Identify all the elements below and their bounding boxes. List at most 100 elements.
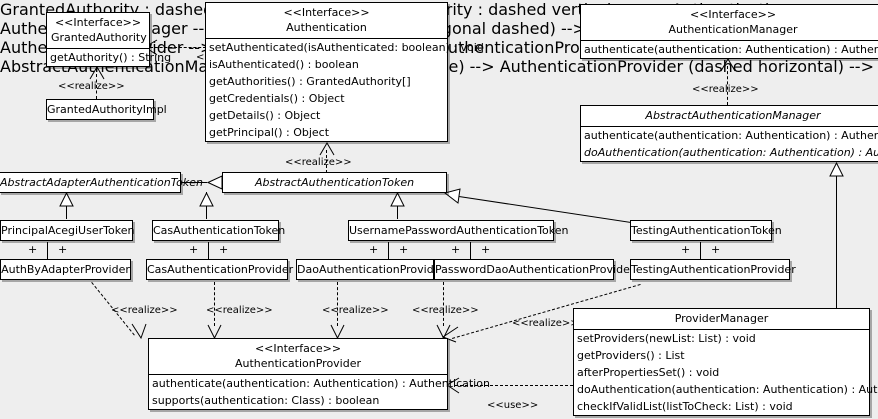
stereotype-interface: <<Interface>>	[54, 16, 142, 29]
class-name-username-password-authentication-token: UsernamePasswordAuthenticationToken	[349, 224, 569, 237]
class-name-granted-authority: GrantedAuthority	[51, 31, 147, 44]
operation-getauthorities: getAuthorities() : GrantedAuthority[]	[209, 75, 411, 88]
operation-doauthentication: doAuthentication(authentication: Authent…	[584, 146, 878, 159]
class-dao-authentication-provider[interactable]: DaoAuthenticationProvider	[296, 259, 445, 280]
operations-authentication-provider: authenticate(authentication: Authenticat…	[149, 375, 490, 409]
class-name-provider-manager: ProviderManager	[674, 312, 769, 325]
class-testing-authentication-token[interactable]: TestingAuthenticationToken	[630, 220, 782, 241]
assoc-plus-1a: +	[28, 243, 38, 256]
connector-abstracttoken-realizes-authentication	[326, 150, 327, 173]
operation-authenticate: authenticate(authentication: Authenticat…	[152, 377, 490, 390]
class-header-granted-authority: <<Interface>> GrantedAuthority	[47, 13, 149, 48]
connector-grantedauthorityimpl-realizes	[96, 74, 97, 99]
class-header-authentication-manager: <<Interface>> AuthenticationManager	[581, 5, 878, 40]
operation-authenticate: authenticate(authentication: Authenticat…	[584, 129, 878, 142]
class-name-abstract-authentication-token: AbstractAuthenticationToken	[254, 176, 415, 189]
class-cas-authentication-provider[interactable]: CasAuthenticationProvider	[146, 259, 293, 280]
operation-getdetails: getDetails() : Object	[209, 109, 321, 122]
divider	[149, 374, 447, 375]
class-header-provider-manager: ProviderManager	[574, 309, 869, 329]
class-name-abstract-authentication-manager: AbstractAuthenticationManager	[645, 109, 821, 122]
operations-granted-authority: getAuthority() : String	[47, 49, 172, 66]
divider	[581, 40, 878, 41]
operation-setauthenticated: setAuthenticated(isAuthenticated: boolea…	[209, 41, 484, 54]
class-authentication-provider[interactable]: <<Interface>> AuthenticationProvider aut…	[148, 338, 490, 410]
arrowhead-realize-authentication	[319, 142, 335, 156]
class-name-cas-authentication-provider: CasAuthenticationProvider	[147, 263, 294, 276]
operation-afterpropertiesset: afterPropertiesSet() : void	[577, 366, 720, 379]
arrowhead-realize-grantedauthority	[89, 66, 105, 80]
operation-getproviders: getProviders() : List	[577, 349, 685, 362]
triangle-generalization-abstracttoken-testing	[444, 188, 461, 204]
connector-adaptertoken-to-abstracttoken	[180, 182, 207, 183]
class-authentication-manager[interactable]: <<Interface>> AuthenticationManager auth…	[580, 4, 878, 59]
class-name-granted-authority-impl: GrantedAuthorityImpl	[47, 103, 167, 116]
class-abstract-adapter-authentication-token[interactable]: AbstractAdapterAuthenticationToken	[0, 172, 203, 193]
assoc-principaltoken-authbyadapter	[47, 242, 48, 259]
class-granted-authority[interactable]: <<Interface>> GrantedAuthority getAuthor…	[46, 12, 172, 67]
class-name-auth-by-adapter-provider: AuthByAdapterProvider	[1, 263, 130, 276]
assoc-plus-4b: +	[481, 243, 491, 256]
assoc-plus-4a: +	[451, 243, 461, 256]
triangle-generalization-abstractmanager	[829, 162, 844, 177]
assoc-testingtoken-testingprovider	[700, 242, 701, 259]
arrowhead-realize-authbyadapter	[131, 323, 147, 339]
connector-passworddaoprovider-realizes-provider	[443, 282, 444, 326]
assoc-usernametoken-passworddaoprovider	[470, 242, 471, 259]
connector-providermanager-uses-provider	[455, 385, 573, 386]
class-password-dao-authentication-provider[interactable]: PasswordDaoAuthenticationProvider	[434, 259, 634, 280]
class-cas-authentication-token[interactable]: CasAuthenticationToken	[152, 220, 285, 241]
operation-getauthority: getAuthority() : String	[50, 51, 172, 64]
class-abstract-authentication-manager[interactable]: AbstractAuthenticationManager authentica…	[580, 105, 878, 162]
operations-authentication-manager: authenticate(authentication: Authenticat…	[581, 41, 878, 58]
label-realize-daoprovider: <<realize>>	[322, 305, 389, 316]
label-realize-authbyadapter: <<realize>>	[111, 305, 178, 316]
operation-authenticate: authenticate(authentication: Authenticat…	[584, 43, 878, 56]
assoc-plus-2a: +	[189, 243, 199, 256]
class-name-testing-authentication-provider: TestingAuthenticationProvider	[631, 263, 796, 276]
label-realize-passworddaoprovider: <<realize>>	[412, 305, 479, 316]
label-realize-authentication: <<realize>>	[285, 157, 352, 168]
connector-providermanager-to-abstractmanager	[836, 173, 837, 308]
connector-authentication-uses-grantedauthority	[150, 47, 206, 48]
divider	[206, 38, 447, 39]
operation-doauthentication: doAuthentication(authentication: Authent…	[577, 383, 878, 396]
arrowhead-realize-authenticationmanager	[720, 58, 736, 72]
class-name-dao-authentication-provider: DaoAuthenticationProvider	[297, 263, 445, 276]
assoc-plus-3b: +	[399, 243, 409, 256]
stereotype-interface: <<Interface>>	[283, 6, 370, 19]
class-principal-acegi-user-token[interactable]: PrincipalAcegiUserToken	[0, 220, 135, 241]
divider	[574, 329, 869, 330]
class-abstract-authentication-token[interactable]: AbstractAuthenticationToken	[222, 172, 447, 193]
class-name-principal-acegi-user-token: PrincipalAcegiUserToken	[1, 224, 135, 237]
arrowhead-realize-casprovider	[207, 324, 222, 339]
label-realize-testingprovider: <<realize>>	[512, 318, 579, 329]
class-name-authentication: Authentication	[286, 21, 367, 34]
class-testing-authentication-provider[interactable]: TestingAuthenticationProvider	[630, 259, 796, 280]
label-realize-grantedauthority: <<realize>>	[58, 81, 125, 92]
class-header-authentication: <<Interface>> Authentication	[206, 3, 447, 38]
operation-supports: supports(authentication: Class) : boolea…	[152, 394, 380, 407]
class-provider-manager[interactable]: ProviderManager setProviders(newList: Li…	[573, 308, 878, 416]
class-name-cas-authentication-token: CasAuthenticationToken	[153, 224, 286, 237]
class-name-testing-authentication-token: TestingAuthenticationToken	[631, 224, 782, 237]
assoc-plus-2b: +	[219, 243, 229, 256]
triangle-generalization-abstracttoken-username	[390, 192, 405, 207]
operation-setproviders: setProviders(newList: List) : void	[577, 332, 756, 345]
stereotype-interface: <<Interface>>	[689, 8, 777, 21]
class-name-authentication-manager: AuthenticationManager	[668, 23, 798, 36]
class-username-password-authentication-token[interactable]: UsernamePasswordAuthenticationToken	[348, 220, 569, 241]
assoc-castoken-casprovider	[208, 242, 209, 259]
class-name-password-dao-authentication-provider: PasswordDaoAuthenticationProvider	[435, 263, 635, 276]
assoc-plus-3a: +	[369, 243, 379, 256]
class-header-abstract-authentication-manager: AbstractAuthenticationManager	[581, 106, 878, 126]
triangle-generalization-abstracttoken-left	[207, 175, 223, 190]
class-auth-by-adapter-provider[interactable]: AuthByAdapterProvider	[0, 259, 131, 280]
class-authentication[interactable]: <<Interface>> Authentication setAuthenti…	[205, 2, 484, 142]
label-realize-authenticationmanager: <<realize>>	[692, 84, 759, 95]
assoc-plus-5b: +	[711, 243, 721, 256]
assoc-usernametoken-daoprovider	[388, 242, 389, 259]
arrowhead-realize-testingprovider	[441, 326, 459, 344]
class-granted-authority-impl[interactable]: GrantedAuthorityImpl	[46, 99, 167, 120]
